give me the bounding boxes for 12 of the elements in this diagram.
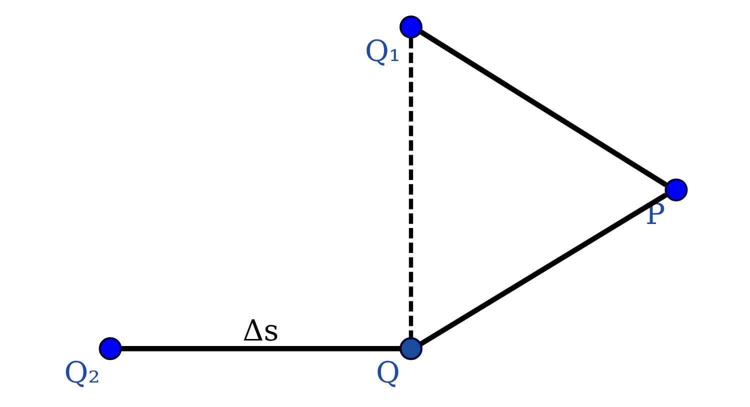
connector: [418, 192, 667, 346]
connector: [408, 38, 413, 338]
connector: [418, 30, 667, 188]
node-label: Q: [376, 355, 400, 390]
connector: [120, 346, 400, 352]
node-circle: [399, 16, 422, 39]
node-circle: [399, 337, 422, 360]
node-label: Q₂: [64, 355, 100, 390]
node-circle: [98, 337, 122, 360]
edge-label: Δs: [242, 314, 278, 348]
node-label: Q₁: [364, 34, 400, 68]
node-circle: [664, 178, 688, 202]
